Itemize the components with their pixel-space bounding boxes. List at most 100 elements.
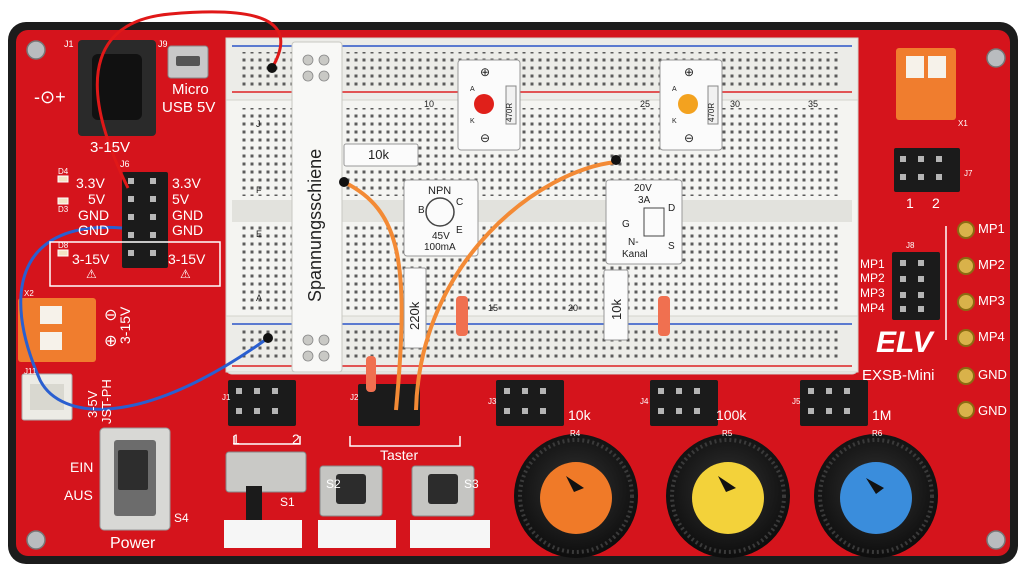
switch-off-label: AUS [64, 487, 93, 503]
npn-rating-voltage: 45V [432, 231, 450, 242]
jst-connector[interactable] [21, 373, 73, 421]
col-num-30: 30 [730, 99, 741, 109]
mp-header-label-1: MP1 [860, 257, 885, 271]
mosfet-type-1: N- [628, 237, 639, 248]
j6-right-3: GND [172, 207, 204, 223]
button-s2-id: S2 [326, 477, 341, 491]
label-strips [224, 520, 490, 548]
npn-title: NPN [428, 185, 452, 197]
potentiometer-knob-r4[interactable] [514, 434, 638, 558]
brand-logo: ELV [876, 326, 933, 359]
led-resistor-orange: 470R [707, 102, 716, 122]
pot-ref-r4: R4 [570, 429, 581, 438]
s1-pin-2: 2 [292, 431, 300, 447]
output-terminal[interactable] [896, 48, 956, 120]
terminal-x2[interactable] [18, 298, 96, 362]
mosfet-rating-voltage: 20V [634, 183, 652, 194]
x2-plus: ⊕ [104, 333, 118, 350]
j6-left-2: 5V [88, 191, 106, 207]
breadboard-rail-label: Spannungsschiene [305, 148, 325, 302]
col-num-20: 20 [568, 303, 579, 313]
x2-range: 3-15V [117, 306, 133, 344]
j6-left-1: 3.3V [76, 175, 105, 191]
potentiometer-knob-r6[interactable] [814, 434, 938, 558]
led-k-label: K [470, 118, 475, 125]
j6-left-4: GND [78, 222, 110, 238]
col-num-35: 35 [808, 99, 819, 109]
mp-header-label-3: MP3 [860, 286, 885, 300]
j11-type: JST-PH [99, 379, 114, 424]
header-j6 [122, 172, 168, 268]
led-module-red [457, 59, 521, 151]
resistor-mid-value: 10k [609, 299, 624, 320]
mp-header-id: J8 [906, 241, 915, 250]
mp-header-label-2: MP2 [860, 271, 885, 285]
mosfet-module [605, 179, 683, 265]
led-anode-mark: ⊕ [480, 65, 491, 79]
mosfet-type-2: Kanal [622, 249, 648, 260]
dc-range: 3-15V [90, 139, 131, 156]
x2-id: X2 [24, 289, 34, 298]
taster-label: Taster [380, 447, 419, 463]
j11-id: J11 [24, 367, 37, 376]
led-module-orange [659, 59, 723, 151]
mp-header-label-4: MP4 [860, 301, 885, 315]
row-letter-a: A [256, 293, 263, 303]
wire-orange [343, 180, 404, 411]
measure-point-icon [957, 221, 975, 419]
pot-value-r6: 1M [872, 407, 892, 423]
usb-label-line1: Micro [172, 81, 209, 98]
rail-screws [302, 54, 330, 362]
pot-ref-r6: R6 [872, 429, 883, 438]
npn-rating-current: 100mA [424, 242, 456, 253]
resistor-modules [343, 143, 670, 392]
pot-header-j3: J3 [488, 397, 497, 406]
warning-icon: ⚠ [180, 267, 191, 281]
npn-transistor-module [403, 179, 479, 257]
col-num-10: 10 [424, 99, 435, 109]
taster-header-id: J2 [350, 393, 359, 402]
switch-on-label: EIN [70, 459, 94, 475]
j6-right-5: 3-15V [168, 251, 206, 267]
output-pin-1: 1 [906, 195, 914, 211]
mosfet-pin-g: G [622, 219, 630, 230]
led-cathode-mark: ⊖ [684, 131, 695, 145]
row-letter-f: F [256, 185, 262, 195]
potentiometer-knob-r5[interactable] [666, 434, 790, 558]
pot-header-j5: J5 [792, 397, 801, 406]
usb-id: J9 [158, 39, 168, 49]
row-letter-j: J [256, 119, 261, 129]
voltage-rail-strip [291, 41, 343, 373]
measure-point-mp1: MP1 [978, 221, 1005, 236]
col-num-15: 15 [488, 303, 499, 313]
s1-pin-1: 1 [232, 431, 240, 447]
push-buttons[interactable] [319, 465, 475, 517]
j6-right-4: GND [172, 222, 204, 238]
j6-left-3: GND [78, 207, 110, 223]
measure-point-gnd-1: GND [978, 367, 1007, 382]
measure-point-gnd-2: GND [978, 403, 1007, 418]
output-pin-2: 2 [932, 195, 940, 211]
output-header-id: J7 [964, 169, 973, 178]
usb-label-line2: USB 5V [162, 99, 216, 116]
led-a-label: A [672, 86, 677, 93]
power-switch[interactable] [99, 427, 171, 531]
led-d8: D8 [58, 241, 69, 250]
x2-minus: ⊖ [104, 307, 118, 324]
col-num-25: 25 [640, 99, 651, 109]
wire-ends [263, 63, 621, 343]
warning-icon: ⚠ [86, 267, 97, 281]
switch-s4-id: S4 [174, 511, 189, 525]
j6-left-5: 3-15V [72, 251, 110, 267]
pot-ref-r5: R5 [722, 429, 733, 438]
measure-point-mp2: MP2 [978, 257, 1005, 272]
silkscreen [49, 226, 947, 447]
mosfet-pin-s: S [668, 241, 675, 252]
npn-pin-c: C [456, 197, 464, 208]
led-d3: D3 [58, 205, 69, 214]
slide-switch-s1[interactable] [225, 451, 307, 522]
pot-value-r5: 100k [716, 407, 747, 423]
j6-id: J6 [120, 159, 130, 169]
npn-pin-e: E [456, 225, 463, 236]
